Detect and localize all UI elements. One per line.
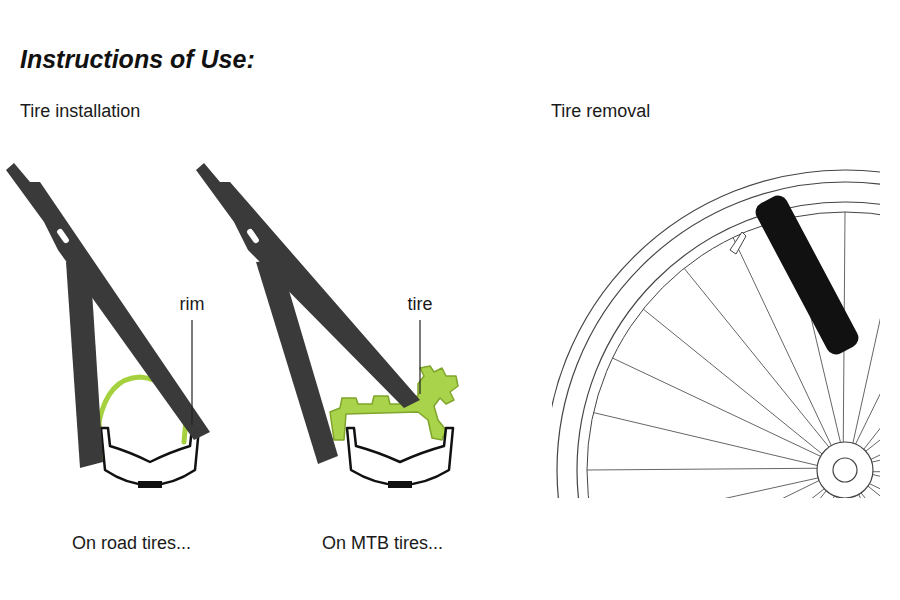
mtb-install	[196, 163, 458, 488]
caption-label: On road tires...	[72, 533, 191, 555]
rim-base	[388, 481, 412, 488]
part-label: tire	[407, 294, 432, 316]
rim	[101, 428, 199, 485]
caption-label: On MTB tires...	[322, 533, 443, 555]
tire-lever	[66, 260, 103, 468]
title: Instructions of Use:	[20, 44, 255, 74]
lever-slot	[56, 228, 70, 245]
part-label: rim	[180, 294, 205, 316]
section-heading: Tire installation	[20, 101, 140, 123]
section-heading: Tire removal	[551, 101, 650, 123]
rim	[347, 428, 453, 485]
leader-line	[419, 320, 420, 394]
tire-lever	[752, 192, 862, 358]
lever-slot	[246, 228, 260, 245]
road-install	[6, 163, 210, 488]
leader-line	[191, 320, 192, 425]
tire-lever	[6, 163, 210, 440]
tire-lever	[256, 260, 338, 464]
wheel	[552, 170, 880, 498]
rim-base	[138, 481, 162, 488]
